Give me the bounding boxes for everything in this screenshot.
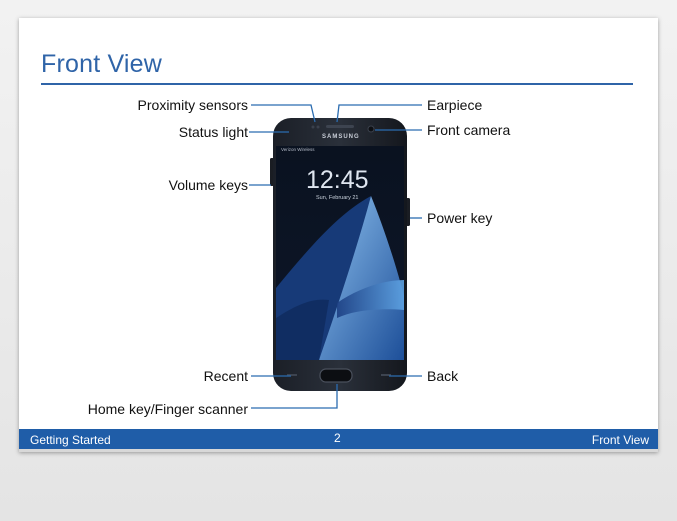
front-camera-shape: [367, 125, 375, 133]
title-divider: [41, 83, 633, 85]
footer-section: Getting Started: [30, 433, 111, 447]
home-key-shape: [319, 368, 353, 383]
phone-clock: 12:45: [306, 166, 369, 194]
callout-earpiece: Earpiece: [427, 97, 483, 113]
page-title: Front View: [41, 50, 163, 78]
callout-back: Back: [427, 368, 459, 384]
callout-front-camera: Front camera: [427, 122, 511, 138]
phone-illustration: [249, 104, 422, 409]
callout-status-light: Status light: [178, 124, 248, 140]
callout-home-key: Home key/Finger scanner: [87, 401, 248, 417]
phone-brand: SAMSUNG: [322, 134, 360, 140]
phone-date: Sun, February 21: [316, 195, 359, 201]
callout-proximity-sensors: Proximity sensors: [137, 97, 248, 113]
page-footer: Getting Started 2 Front View: [19, 429, 658, 449]
footer-chapter: Front View: [591, 433, 649, 447]
document-page: Front View: [19, 18, 658, 452]
phone-carrier: Verizon Wireless: [281, 147, 315, 152]
callout-power-key: Power key: [427, 210, 493, 226]
earpiece-shape: [326, 125, 354, 128]
footer-page-number: 2: [334, 431, 341, 445]
callout-volume-keys: Volume keys: [168, 177, 248, 193]
page-bottom-strip: [19, 449, 658, 452]
callout-recent: Recent: [203, 368, 248, 384]
